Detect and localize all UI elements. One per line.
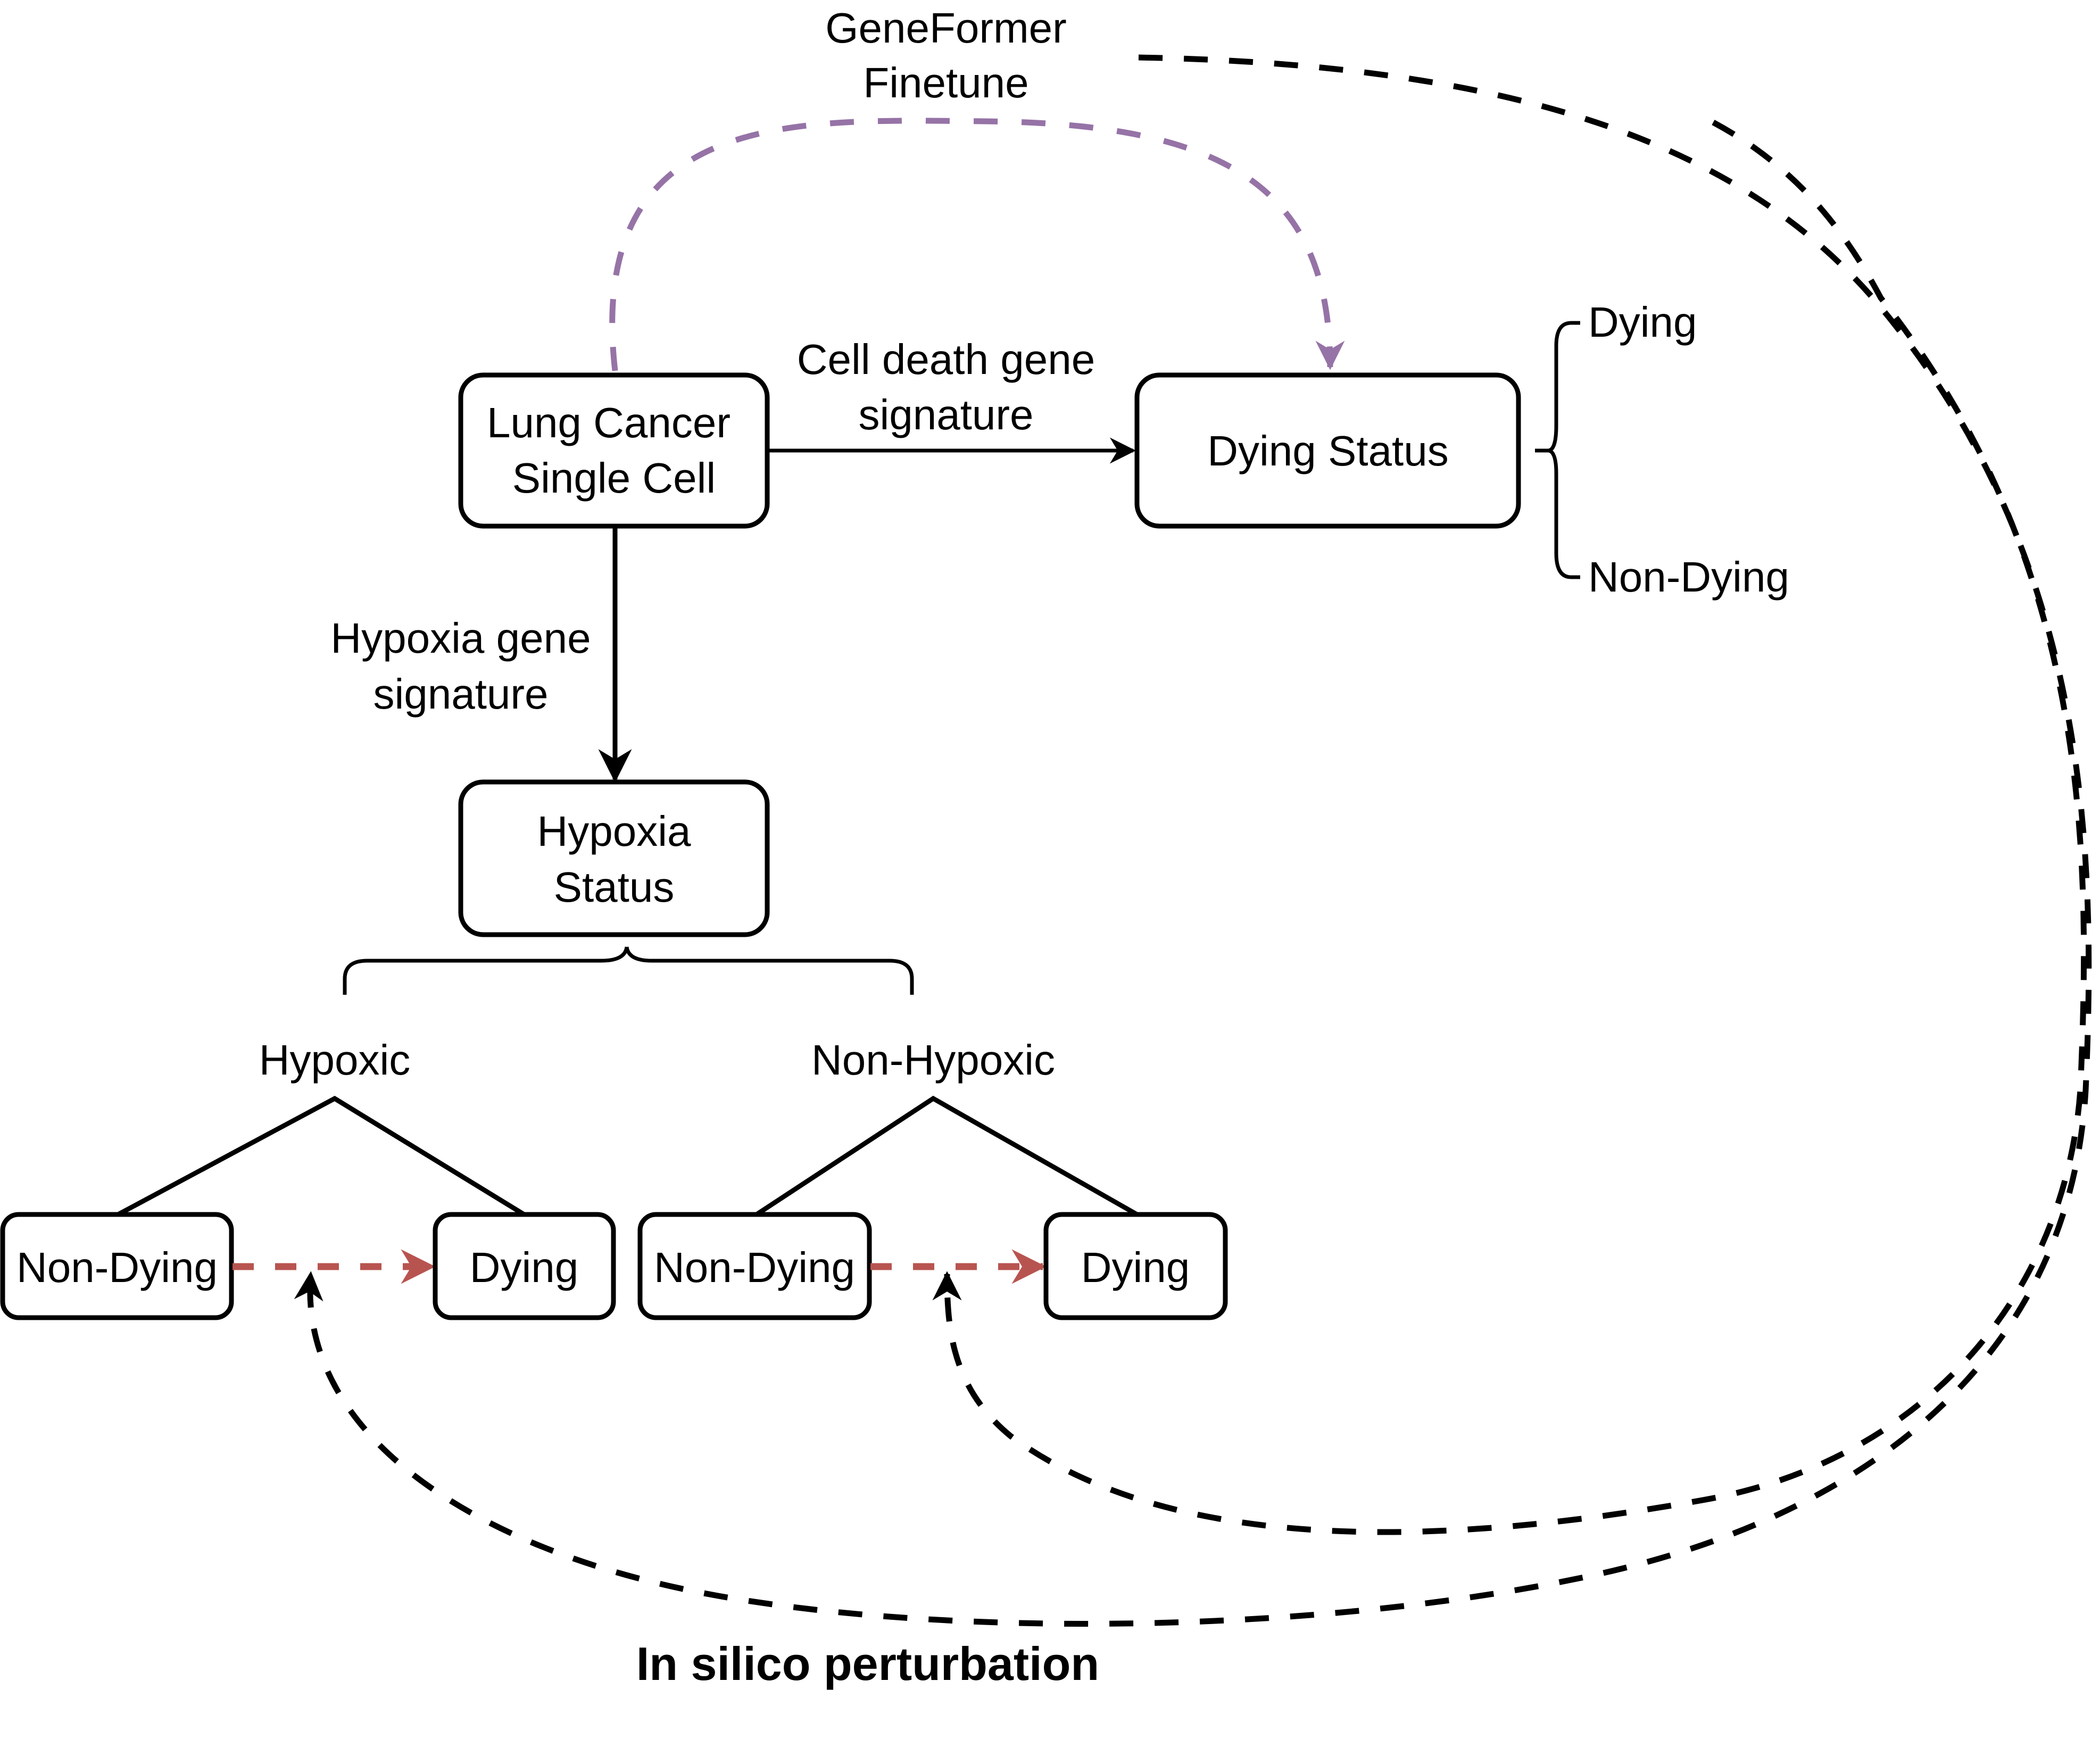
hypoxic-tree-lines [117,1095,526,1217]
non-hypoxic-dying-label: Dying [1081,1244,1190,1291]
hypoxia-signature-label-line1: Hypoxia gene [330,614,591,662]
hypoxia-status-node[interactable]: Hypoxia Status [458,779,770,937]
dying-status-label: Dying Status [1207,427,1449,475]
cell-death-signature-label-line1: Cell death gene [797,336,1095,383]
lung-cancer-label-line2: Single Cell [512,454,716,502]
non-hypoxic-non-dying-label: Non-Dying [654,1244,855,1291]
perturbation-arrow-non-hypoxic [932,120,2087,1535]
dying-outcome-label: Dying [1588,298,1697,346]
non-hypoxic-label: Non-Hypoxic [811,1036,1055,1084]
dying-outcome-brace [1535,321,1580,579]
hypoxia-status-label-line1: Hypoxia [537,808,691,855]
non-hypoxic-non-dying-node[interactable]: Non-Dying [637,1212,872,1320]
hypoxia-status-label-line2: Status [554,863,675,911]
finetune-arrow [609,118,1345,371]
lung-cancer-label-line1: Lung Cancer [487,399,731,446]
finetune-label-line2: Finetune [863,59,1028,106]
hypoxia-signature-label-line2: signature [373,670,548,718]
non-hypoxic-tree-lines [755,1095,1139,1217]
lung-cancer-single-cell-node[interactable]: Lung Cancer Single Cell [458,372,770,529]
hypoxic-non-dying-node[interactable]: Non-Dying [0,1212,234,1320]
hypoxic-label: Hypoxic [259,1036,411,1084]
hypoxic-non-dying-label: Non-Dying [16,1244,218,1291]
cell-death-signature-label-line2: signature [858,391,1033,438]
in-silico-perturbation-label: In silico perturbation [636,1637,1099,1690]
finetune-label-line1: GeneFormer [825,4,1066,52]
dying-status-node[interactable]: Dying Status [1134,372,1521,529]
perturbation-arrow-hypoxic [294,54,2092,1627]
non-dying-outcome-label: Non-Dying [1588,553,1789,601]
hypoxic-dying-label: Dying [470,1244,579,1291]
hypoxia-outcome-brace [343,946,914,995]
non-hypoxic-dying-node[interactable]: Dying [1043,1212,1228,1320]
hypoxic-dying-node[interactable]: Dying [433,1212,616,1320]
